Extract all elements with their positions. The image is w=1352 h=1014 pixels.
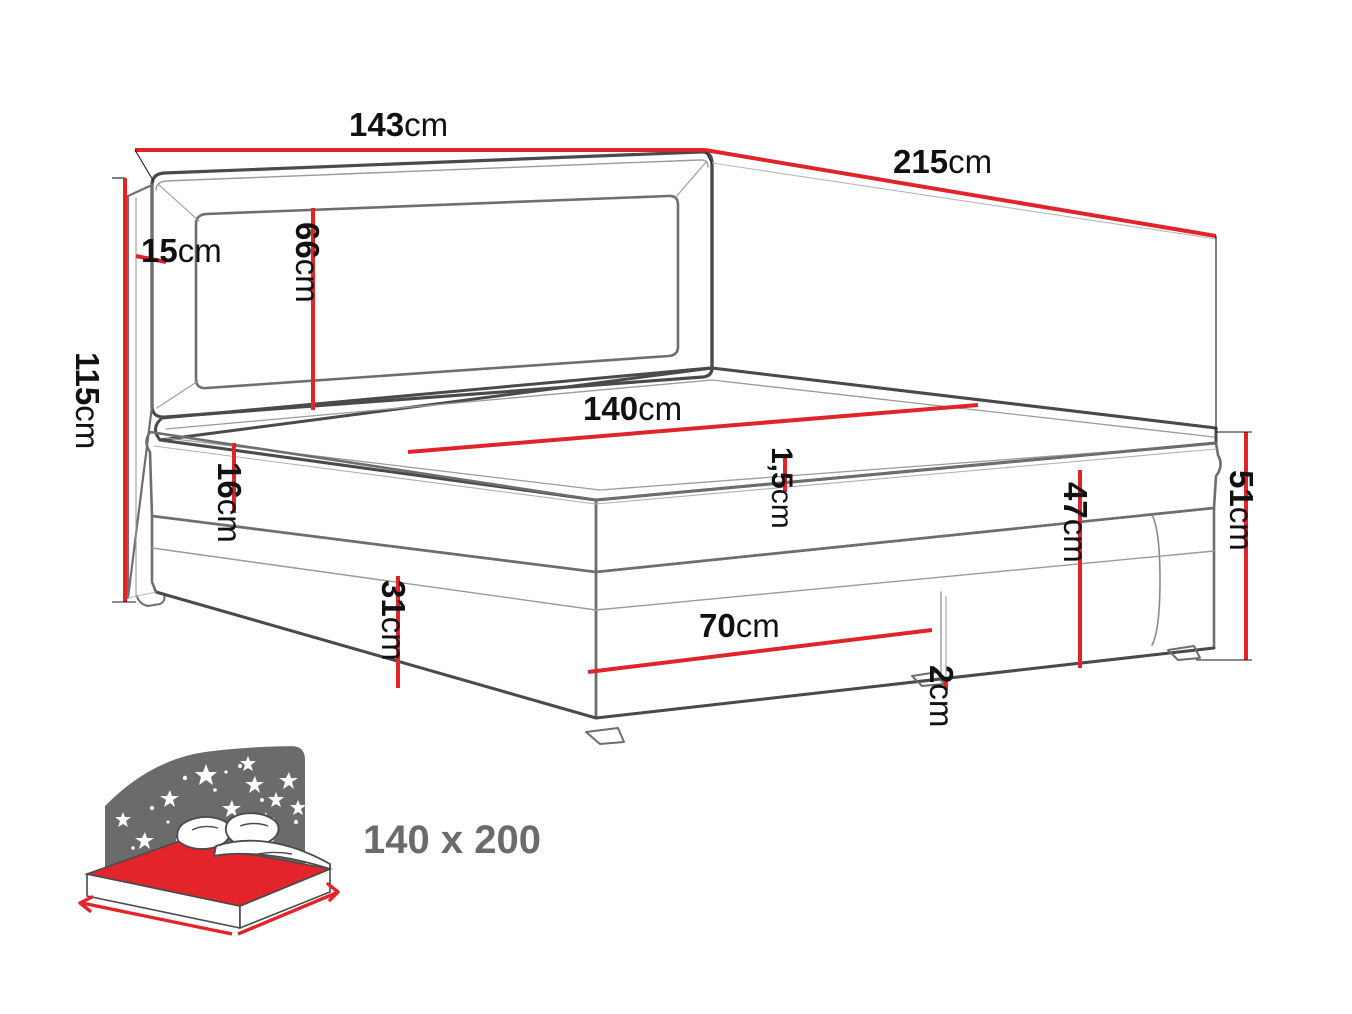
headboard-foot-left [136,594,166,607]
label-143-num: 143 [349,106,405,143]
label-140-num: 140 [583,390,639,427]
duvet-fold [213,839,331,870]
label-70-unit: cm [735,607,780,644]
label-15-border: 15cm [141,234,222,267]
headboard-mitre-tr [674,160,708,199]
label-215: 215cm [893,145,992,178]
base-bottom-edge [154,590,1216,720]
leg-right-outer [1167,645,1201,661]
label-70: 70cm [699,609,780,642]
guide-rear-top [711,162,1217,240]
base-left-drawer-seam [151,547,597,611]
leg-front [585,727,625,745]
guide-headboard-base [127,591,157,599]
pillow-right-crease [239,822,269,827]
topper-seam-upper [165,379,1215,438]
witness-143-left [134,149,155,183]
mattress-red-top [87,841,330,906]
base-right-corner-fold [1151,514,1161,646]
witness-143-right [704,149,713,165]
mattress-front-right-face [594,441,1222,574]
headboard-top-edge [155,159,709,191]
pillow-left-crease [191,825,219,831]
label-140-unit: cm [638,390,683,427]
mattress-arrowhead-right [326,882,340,902]
dimline-70 [587,628,933,674]
pillows-and-duvet [176,812,331,870]
label-15-border-unit: cm [177,232,222,269]
headboard-inner-panel [194,194,680,390]
base-right-drawer-seam [595,550,1215,611]
mattress-band-line-1 [153,445,1217,505]
mattress-caption: 140 x 200 [363,818,541,862]
label-215-unit: cm [948,143,993,180]
headboard-mitre-bl [156,380,199,409]
label-143-unit: cm [404,106,449,143]
dimline-140 [407,403,979,454]
label-15-border-num: 15 [141,232,178,269]
dimline-15 [135,254,167,264]
mattress-dimension-arrows [78,882,340,936]
label-215-num: 215 [893,143,949,180]
mattress-top-left-nose [154,366,712,442]
bed-rear-top-edge [710,366,1218,430]
mattress-arrow-length [237,891,337,936]
label-140: 140cm [583,392,682,425]
mattress-arrowhead-left [78,895,94,913]
dimline-215 [704,148,1217,238]
headboard-mitre-tl [157,183,200,222]
label-70-num: 70 [699,607,736,644]
mattress-arrow-width [81,901,233,936]
duvet-crease [249,851,293,857]
label-143: 143cm [349,108,448,141]
